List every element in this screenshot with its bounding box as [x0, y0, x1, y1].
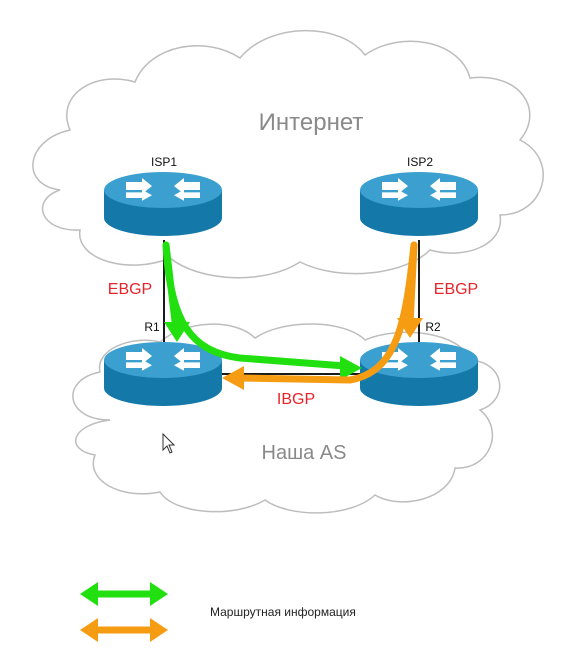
mouse-cursor-icon: [162, 432, 176, 454]
router-isp2: ISP2: [360, 155, 478, 236]
orange-route-arrowhead-r2: [397, 318, 423, 338]
router-icon: [104, 342, 222, 406]
ebgp-label-left: EBGP: [108, 281, 152, 298]
router-icon: [360, 342, 478, 406]
router-r2: R2: [360, 320, 478, 406]
legend-text: Маршрутная информация: [210, 605, 356, 619]
router-isp1: ISP1: [104, 155, 222, 236]
router-label-r1: R1: [144, 320, 160, 334]
router-r1: R1: [104, 320, 222, 406]
legend-green-arrow: [80, 582, 168, 606]
green-route-arrowhead-r1: [164, 322, 190, 342]
legend: Маршрутная информация: [80, 582, 356, 642]
internet-cloud: Интернет: [32, 29, 544, 279]
router-label-isp1: ISP1: [151, 155, 177, 169]
router-label-r2: R2: [425, 320, 441, 334]
green-route-arrowhead-r2: [340, 356, 362, 380]
router-icon: [360, 172, 478, 236]
our-as-label: Наша AS: [262, 442, 347, 464]
legend-orange-arrow: [80, 618, 168, 642]
internet-label: Интернет: [259, 109, 364, 136]
router-icon: [104, 172, 222, 236]
ibgp-label: IBGP: [277, 391, 315, 408]
router-label-isp2: ISP2: [407, 155, 433, 169]
ebgp-label-right: EBGP: [434, 281, 478, 298]
orange-route-arrowhead-r1: [222, 366, 244, 390]
orange-route-path: [234, 241, 418, 384]
green-route-path: [162, 241, 349, 370]
